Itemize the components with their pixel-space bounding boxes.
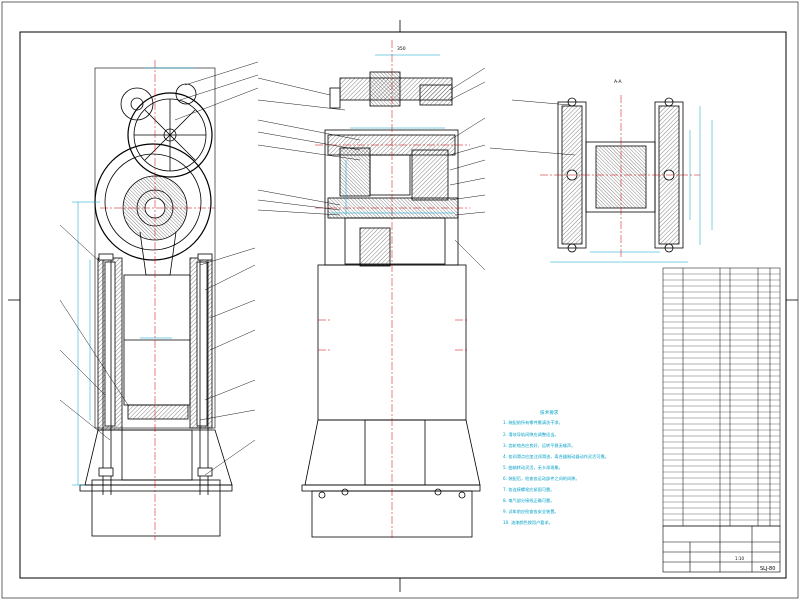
side-detail-dimensions [550, 106, 713, 263]
section-view-dimensions [330, 54, 455, 215]
top-dimension-label: 350 [397, 47, 406, 52]
tech-note-item: 7. 各连接螺栓应紧固可靠。 [503, 487, 555, 492]
side-detail-view [557, 97, 684, 253]
tech-note-item: 1. 装配前所有零件需清洗干净。 [503, 420, 563, 425]
parts-list-table [662, 267, 781, 527]
side-view-label: A-A [614, 80, 622, 85]
tech-note-item: 8. 电气部分接线正确可靠。 [503, 498, 555, 503]
side-detail-centerlines [540, 95, 700, 258]
front-view-centerlines [100, 60, 215, 540]
tech-notes-title: 技术要求 [540, 411, 559, 416]
tech-note-item: 3. 齿轮啮合应良好，运转平稳无噪声。 [503, 443, 576, 448]
scale-label: 1:10 [735, 556, 744, 561]
leader-lines [59, 61, 576, 476]
section-view [301, 71, 481, 538]
title-block [662, 525, 781, 573]
tech-note-item: 5. 曲轴转动灵活，无卡滞现象。 [503, 465, 563, 470]
front-view [79, 67, 233, 537]
tech-note-item: 9. 试车前应检查各安全装置。 [503, 509, 559, 514]
tech-note-item: 4. 各润滑点应加注润滑油，离合器制动器动作灵活可靠。 [503, 454, 609, 459]
tech-note-item: 10. 油漆颜色按用户要求。 [503, 520, 553, 525]
front-view-dimensions [72, 67, 195, 486]
parts-list-rows [663, 273, 780, 521]
tech-note-item: 6. 装配后，检查各运动部件之间的间隙。 [503, 476, 580, 481]
section-view-centerlines [315, 40, 470, 540]
tech-note-item: 2. 滑块导轨间隙应调整适当。 [503, 432, 559, 437]
drawing-number: SLJ-80 [760, 566, 776, 572]
